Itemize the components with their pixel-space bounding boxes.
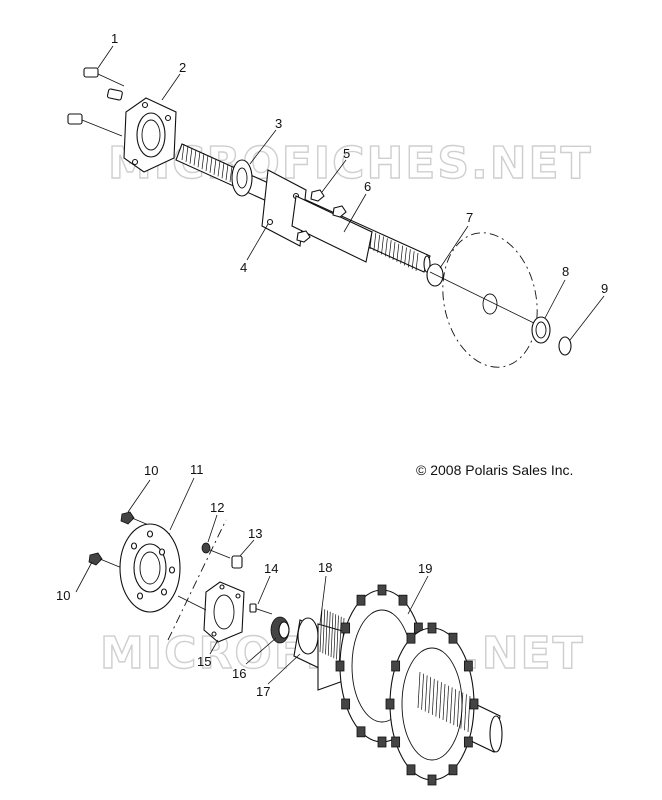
watermark-top: MICROFICHES.NET bbox=[108, 138, 593, 189]
nut-part-5 bbox=[296, 189, 347, 243]
snap-ring-part-9 bbox=[558, 336, 572, 356]
callout-14: 14 bbox=[264, 561, 278, 576]
lower-assembly bbox=[75, 477, 503, 786]
callout-1: 1 bbox=[111, 31, 118, 46]
callout-3: 3 bbox=[275, 116, 282, 131]
flange-plate-part-2 bbox=[123, 97, 177, 173]
gasket-part-15 bbox=[203, 581, 245, 643]
nut-part-10-top bbox=[120, 511, 135, 525]
drive-shaft-part-6 bbox=[175, 143, 431, 273]
callout-8: 8 bbox=[562, 264, 569, 279]
callout-17: 17 bbox=[256, 684, 270, 699]
callout-19: 19 bbox=[418, 561, 432, 576]
snap-ring-part-7 bbox=[426, 263, 444, 287]
callout-2: 2 bbox=[179, 60, 186, 75]
sprocket-part-19-b bbox=[385, 622, 479, 786]
callout-10-left: 10 bbox=[56, 588, 70, 603]
callout-11: 11 bbox=[190, 462, 204, 477]
copyright-notice: © 2008 Polaris Sales Inc. bbox=[416, 462, 573, 478]
callout-10-top: 10 bbox=[144, 463, 158, 478]
nut-part-10-left bbox=[88, 552, 103, 566]
callout-18: 18 bbox=[318, 560, 332, 575]
callout-15: 15 bbox=[197, 654, 211, 669]
callout-7: 7 bbox=[466, 210, 473, 225]
callout-6: 6 bbox=[364, 179, 371, 194]
gear-part-16 bbox=[270, 616, 290, 644]
callout-9: 9 bbox=[601, 281, 608, 296]
bolt-part-14 bbox=[249, 603, 273, 615]
bearing-part-8 bbox=[531, 316, 551, 344]
pin-part-13 bbox=[231, 555, 243, 569]
callout-13: 13 bbox=[248, 526, 262, 541]
washer-part-12 bbox=[201, 542, 211, 554]
bolt-part-1 bbox=[67, 67, 125, 137]
upper-assembly bbox=[67, 45, 605, 368]
brake-disc-outline bbox=[429, 232, 541, 368]
hub-part-11 bbox=[119, 523, 181, 613]
callout-12: 12 bbox=[210, 500, 224, 515]
callout-4: 4 bbox=[240, 260, 247, 275]
callout-16: 16 bbox=[232, 666, 246, 681]
callout-5: 5 bbox=[343, 146, 350, 161]
